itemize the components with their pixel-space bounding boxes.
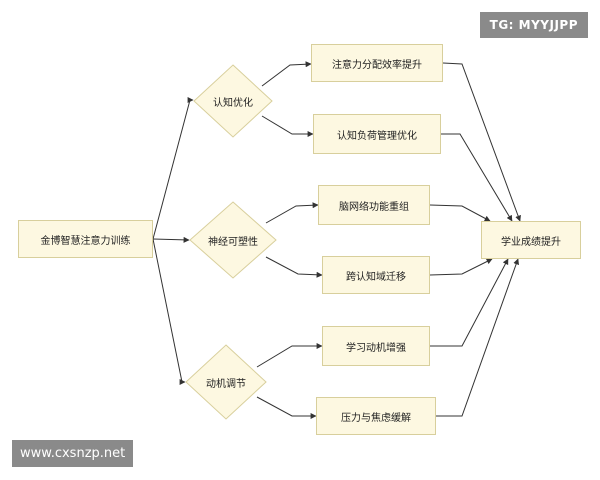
child-node: 注意力分配效率提升 (311, 44, 443, 82)
child-node: 学习动机增强 (322, 326, 430, 366)
root-node-label: 金博智慧注意力训练 (40, 235, 131, 247)
child-node: 跨认知域迁移 (322, 256, 430, 294)
child-node-label: 脑网络功能重组 (339, 201, 409, 213)
edge-cognitive-to-child-1 (261, 61, 312, 87)
child-node-label: 学习动机增强 (346, 342, 406, 354)
branch-diamond-motivation: 动机调节 (185, 344, 267, 420)
watermark-top-right: TG: MYYJJPP (479, 12, 588, 38)
child-node: 压力与焦虑缓解 (316, 397, 436, 435)
edge-child-to-result-1 (442, 62, 521, 222)
diamond-shape (193, 64, 273, 138)
diamond-shape (189, 201, 277, 279)
child-node-label: 压力与焦虑缓解 (341, 412, 411, 424)
child-node: 认知负荷管理优化 (313, 114, 441, 154)
branch-diamond-neuroplasticity: 神经可塑性 (189, 201, 277, 279)
branch-label: 认知优化 (213, 97, 253, 109)
edge-child-to-result-3 (429, 204, 491, 222)
branch-label: 神经可塑性 (208, 236, 258, 248)
edge-child-to-result-2 (441, 133, 513, 222)
diamond-shape (185, 344, 267, 420)
child-node: 脑网络功能重组 (318, 185, 430, 225)
edge-root-to-neuroplasticity (152, 236, 190, 243)
edge-neuro-to-child-2 (265, 256, 323, 278)
edge-child-to-result-4 (429, 258, 493, 276)
watermark-bottom-left: www.cxsnzp.net (12, 440, 134, 467)
edge-cognitive-to-child-2 (261, 115, 314, 137)
edge-child-to-result-5 (430, 258, 509, 347)
child-node-label: 跨认知域迁移 (346, 271, 406, 283)
child-node-label: 注意力分配效率提升 (332, 59, 422, 71)
result-node-label: 学业成绩提升 (501, 236, 561, 248)
edge-root-to-cognitive (152, 97, 194, 240)
edge-root-to-motivation (152, 238, 186, 385)
branch-label: 动机调节 (206, 378, 246, 390)
root-node: 金博智慧注意力训练 (18, 220, 153, 258)
result-node: 学业成绩提升 (481, 221, 581, 259)
edge-motivation-to-child-1 (256, 343, 323, 368)
edge-child-to-result-6 (436, 258, 520, 417)
edge-motivation-to-child-2 (256, 396, 317, 419)
branch-diamond-cognitive: 认知优化 (193, 64, 273, 138)
edge-neuro-to-child-1 (265, 202, 319, 224)
child-node-label: 认知负荷管理优化 (337, 130, 417, 142)
